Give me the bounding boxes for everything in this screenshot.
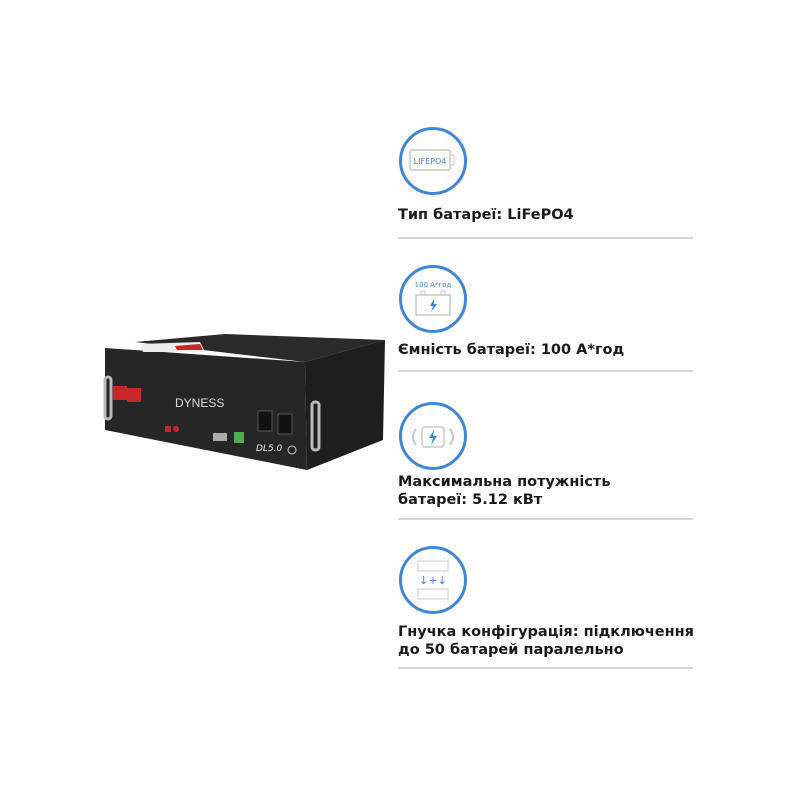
battery-product-image: DYNESS DL5.0 — [95, 322, 395, 482]
model-label: DL5.0 — [256, 444, 283, 454]
divider — [398, 370, 693, 372]
divider — [398, 518, 693, 520]
feature-battery-type: Тип батареї: LiFePO4 — [398, 207, 574, 223]
battery-power-icon — [399, 402, 467, 470]
divider — [398, 237, 693, 239]
lifepo4-battery-icon: LIFEPO4 — [399, 127, 467, 195]
divider — [398, 667, 693, 669]
svg-text:100 А*год: 100 А*год — [415, 281, 452, 289]
parallel-batteries-icon: ↓+↓ — [399, 546, 467, 614]
battery-capacity-icon: 100 А*год — [399, 265, 467, 333]
svg-text:↓+↓: ↓+↓ — [419, 574, 447, 587]
brand-logo: DYNESS — [175, 396, 224, 410]
feature-capacity: Ємність батареї: 100 А*год — [398, 342, 625, 358]
svg-text:LIFEPO4: LIFEPO4 — [414, 157, 447, 166]
